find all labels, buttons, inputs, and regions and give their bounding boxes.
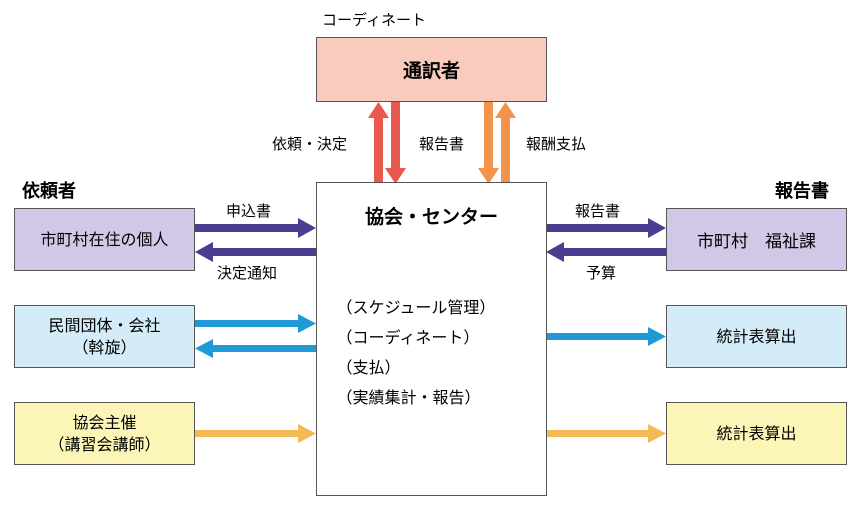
center-task-list: （スケジュール管理） （コーディネート） （支払） （実績集計・報告）: [337, 293, 527, 413]
arrow-budget-to-center: [546, 242, 666, 262]
requester-private-line1: 民間団体・会社: [48, 315, 161, 335]
label-budget: 予算: [586, 264, 617, 282]
requester-private-line2: （斡旋）: [72, 337, 137, 357]
label-report-up: 報告書: [419, 135, 465, 153]
interpreter-title: 通訳者: [402, 60, 460, 82]
arrow-assoc-to-center: [195, 424, 316, 443]
requester-individual-box: 市町村在住の個人: [14, 208, 195, 271]
welfare-box: 市町村 福祉課: [666, 208, 847, 271]
requester-assoc-box: 協会主催 （講習会講師）: [14, 402, 195, 465]
label-fee-payment: 報酬支払: [526, 135, 587, 153]
requester-assoc-line2: （講習会講師）: [48, 434, 161, 454]
stats-label-2: 統計表算出: [716, 423, 797, 443]
requester-private-box: 民間団体・会社 （斡旋）: [14, 305, 195, 368]
requester-assoc-line1: 協会主催: [72, 412, 137, 432]
label-report-right: 報告書: [575, 202, 621, 220]
arrow-interpreter-to-center: [385, 102, 406, 184]
arrow-application-to-center: [195, 218, 316, 238]
center-task-coordinate: （コーディネート）: [336, 328, 480, 347]
label-request-decision: 依頼・決定: [272, 135, 348, 153]
requester-heading: 依頼者: [22, 181, 76, 202]
arrow-center-to-private: [195, 339, 316, 358]
arrow-center-to-stats1: [546, 327, 666, 346]
arrow-center-to-stats2: [546, 424, 666, 443]
center-task-payment: （支払）: [336, 358, 401, 377]
arrow-decision-notice-to-individual: [195, 242, 316, 262]
requester-individual: 市町村在住の個人: [40, 229, 169, 249]
arrow-center-fee-to-interpreter: [495, 102, 516, 184]
report-heading: 報告書: [775, 181, 829, 202]
stats-label-1: 統計表算出: [716, 326, 797, 346]
arrow-center-to-interpreter: [368, 102, 389, 184]
interpreter-box: 通訳者: [316, 37, 547, 102]
arrow-report-to-welfare: [546, 218, 666, 238]
arrow-private-to-center: [195, 314, 316, 333]
stats-box-1: 統計表算出: [666, 305, 847, 368]
stats-box-2: 統計表算出: [666, 402, 847, 465]
label-application: 申込書: [226, 202, 272, 220]
welfare-label: 市町村 福祉課: [697, 232, 816, 252]
center-task-report: （実績集計・報告）: [336, 388, 481, 407]
center-task-schedule: （スケジュール管理）: [336, 298, 496, 317]
coordinate-caption: コーディネート: [322, 11, 426, 29]
center-title: 協会・センター: [364, 206, 498, 228]
arrow-interpreter-report-to-center: [478, 102, 499, 184]
center-box: 協会・センター （スケジュール管理） （コーディネート） （支払） （実績集計・…: [316, 182, 547, 496]
label-decision-notice: 決定通知: [217, 264, 278, 282]
